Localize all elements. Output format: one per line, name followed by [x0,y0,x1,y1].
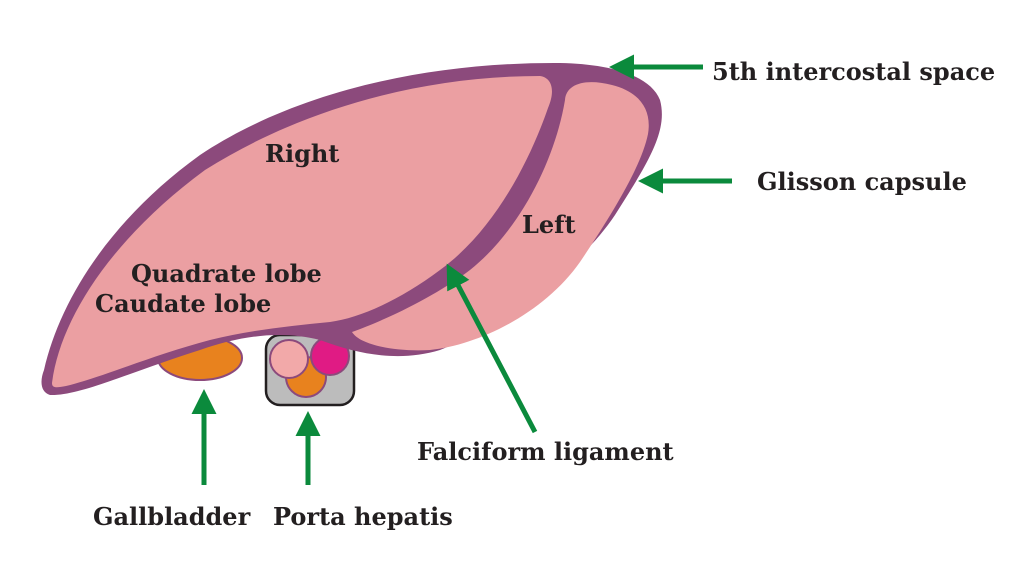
right-lobe-shape [52,76,552,388]
left-lobe-shape [352,82,649,351]
portal-vessel-pink [269,339,309,379]
arrow-falciform [446,263,538,434]
label-left-lobe: Left [522,210,576,239]
label-falciform: Falciform ligament [417,437,674,466]
label-porta-hepatis: Porta hepatis [273,502,453,531]
label-quadrate-lobe: Quadrate lobe [131,259,322,288]
label-intercostal: 5th intercostal space [712,57,995,86]
label-right-lobe: Right [265,139,339,168]
label-gallbladder: Gallbladder [93,502,251,531]
label-caudate-lobe: Caudate lobe [95,289,271,318]
label-glisson: Glisson capsule [757,167,967,196]
